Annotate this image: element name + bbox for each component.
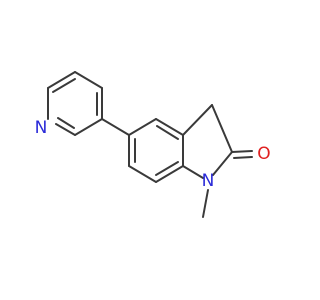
bond xyxy=(52,78,76,93)
bond xyxy=(155,118,184,136)
bond xyxy=(233,156,253,159)
bond xyxy=(128,165,157,183)
bond xyxy=(47,71,76,89)
carbonyl-oxygen-label: O xyxy=(257,144,270,164)
bond xyxy=(211,104,233,153)
bond xyxy=(182,165,204,179)
bond xyxy=(202,189,209,218)
bond xyxy=(128,118,157,136)
bond xyxy=(212,151,233,176)
bond xyxy=(74,71,103,89)
pyridine-nitrogen-label: N xyxy=(35,118,48,138)
molecule-structure-diagram: N N O xyxy=(35,71,271,218)
bond xyxy=(155,165,184,183)
bond xyxy=(101,118,130,136)
bond xyxy=(156,125,179,140)
bond xyxy=(55,123,76,136)
bond xyxy=(57,117,75,129)
bond xyxy=(231,150,253,153)
bond-group xyxy=(47,71,253,218)
bond xyxy=(155,161,179,176)
bond xyxy=(182,104,213,136)
lactam-nitrogen-label: N xyxy=(202,171,215,191)
bond xyxy=(74,118,103,136)
